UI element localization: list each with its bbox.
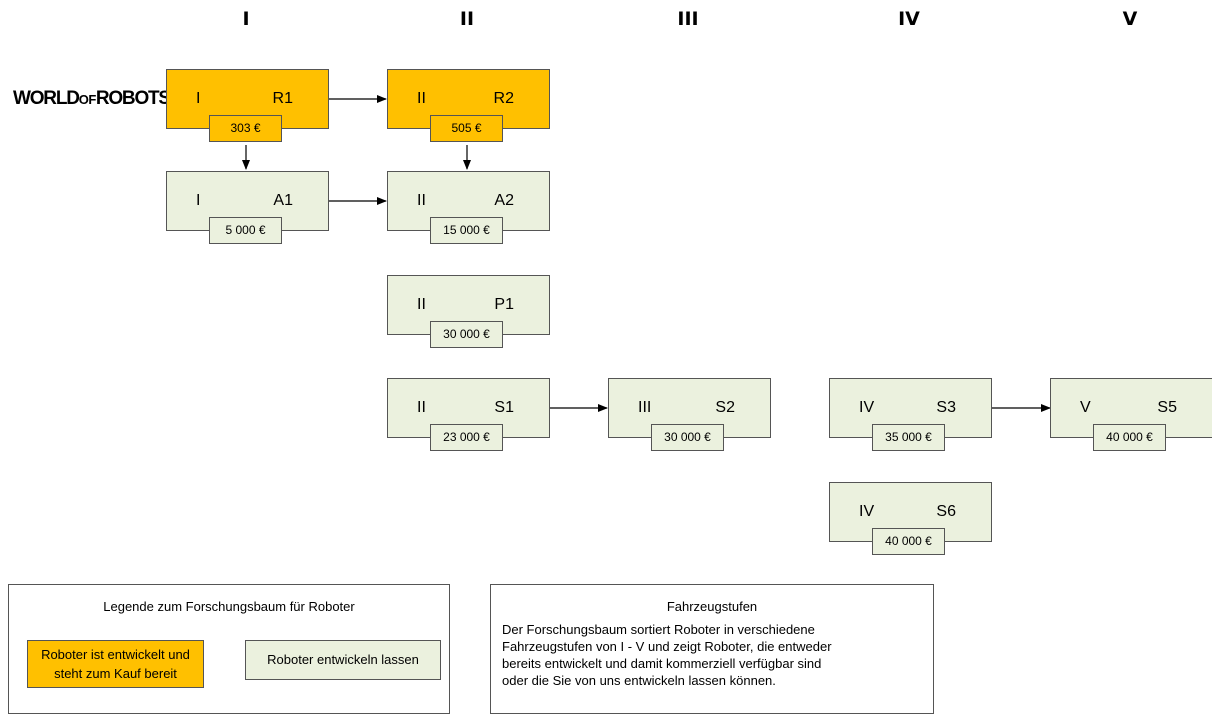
node-price: 35 000 € (872, 424, 945, 451)
node-level: II (417, 399, 426, 416)
info-line: Fahrzeugstufen von I - V und zeigt Robot… (502, 639, 832, 654)
node-price: 5 000 € (209, 217, 282, 244)
node-price: 40 000 € (872, 528, 945, 555)
node-price: 15 000 € (430, 217, 503, 244)
node-r1[interactable]: I R1 303 € (166, 69, 329, 142)
column-header-3: III (677, 8, 699, 30)
node-level: II (417, 192, 426, 209)
node-code: S1 (494, 399, 514, 416)
column-header-2: II (459, 8, 475, 30)
node-price: 30 000 € (651, 424, 724, 451)
node-code: S2 (715, 399, 735, 416)
legend-box: Legende zum Forschungsbaum für Roboter R… (8, 584, 450, 714)
node-level: I (196, 90, 201, 107)
node-price: 303 € (209, 115, 282, 142)
node-level: V (1080, 399, 1091, 416)
node-price: 23 000 € (430, 424, 503, 451)
node-level: IV (859, 503, 875, 520)
legend-title: Legende zum Forschungsbaum für Roboter (103, 599, 355, 614)
node-r2[interactable]: II R2 505 € (387, 69, 550, 142)
info-box: Fahrzeugstufen Der Forschungsbaum sortie… (490, 584, 934, 714)
node-price: 505 € (430, 115, 503, 142)
info-title: Fahrzeugstufen (666, 599, 758, 614)
info-text: Der Forschungsbaum sortiert Roboter in v… (502, 621, 923, 689)
column-header-4: IV (898, 8, 920, 30)
info-line: bereits entwickelt und damit kommerziell… (502, 656, 822, 671)
node-code: P1 (494, 296, 514, 313)
node-level: III (638, 399, 652, 416)
legend-developed-line2: steht zum Kauf bereit (54, 666, 177, 681)
node-s1[interactable]: II S1 23 000 € (387, 378, 550, 451)
node-s5[interactable]: V S5 40 000 € (1050, 378, 1212, 451)
node-code: R2 (493, 90, 514, 107)
node-a1[interactable]: I A1 5 000 € (166, 171, 329, 244)
node-level: I (196, 192, 201, 209)
legend-developed-line1: Roboter ist entwickelt und (41, 647, 190, 662)
column-header-1: I (242, 8, 250, 30)
node-level: II (417, 90, 426, 107)
node-p1[interactable]: II P1 30 000 € (387, 275, 550, 348)
info-line: oder die Sie von uns entwickeln lassen k… (502, 673, 776, 688)
node-s6[interactable]: IV S6 40 000 € (829, 482, 992, 555)
world-of-robots-logo: WORLDOFROBOTS (13, 88, 171, 110)
node-a2[interactable]: II A2 15 000 € (387, 171, 550, 244)
node-code: A2 (494, 192, 514, 209)
legend-developed-swatch: Roboter ist entwickelt und steht zum Kau… (27, 640, 204, 688)
node-price: 30 000 € (430, 321, 503, 348)
info-line: Der Forschungsbaum sortiert Roboter in v… (502, 622, 815, 637)
node-code: S6 (936, 503, 956, 520)
node-code: S5 (1157, 399, 1177, 416)
node-code: A1 (273, 192, 293, 209)
node-code: S3 (936, 399, 956, 416)
node-s2[interactable]: III S2 30 000 € (608, 378, 771, 451)
logo-robots: ROBOTS (95, 88, 171, 109)
legend-to-develop-swatch: Roboter entwickeln lassen (245, 640, 441, 680)
logo-of: OF (78, 92, 97, 107)
node-code: R1 (272, 90, 293, 107)
column-header-5: V (1122, 8, 1138, 30)
node-price: 40 000 € (1093, 424, 1166, 451)
logo-world: WORLD (13, 88, 80, 109)
node-level: IV (859, 399, 875, 416)
node-s3[interactable]: IV S3 35 000 € (829, 378, 992, 451)
node-level: II (417, 296, 426, 313)
